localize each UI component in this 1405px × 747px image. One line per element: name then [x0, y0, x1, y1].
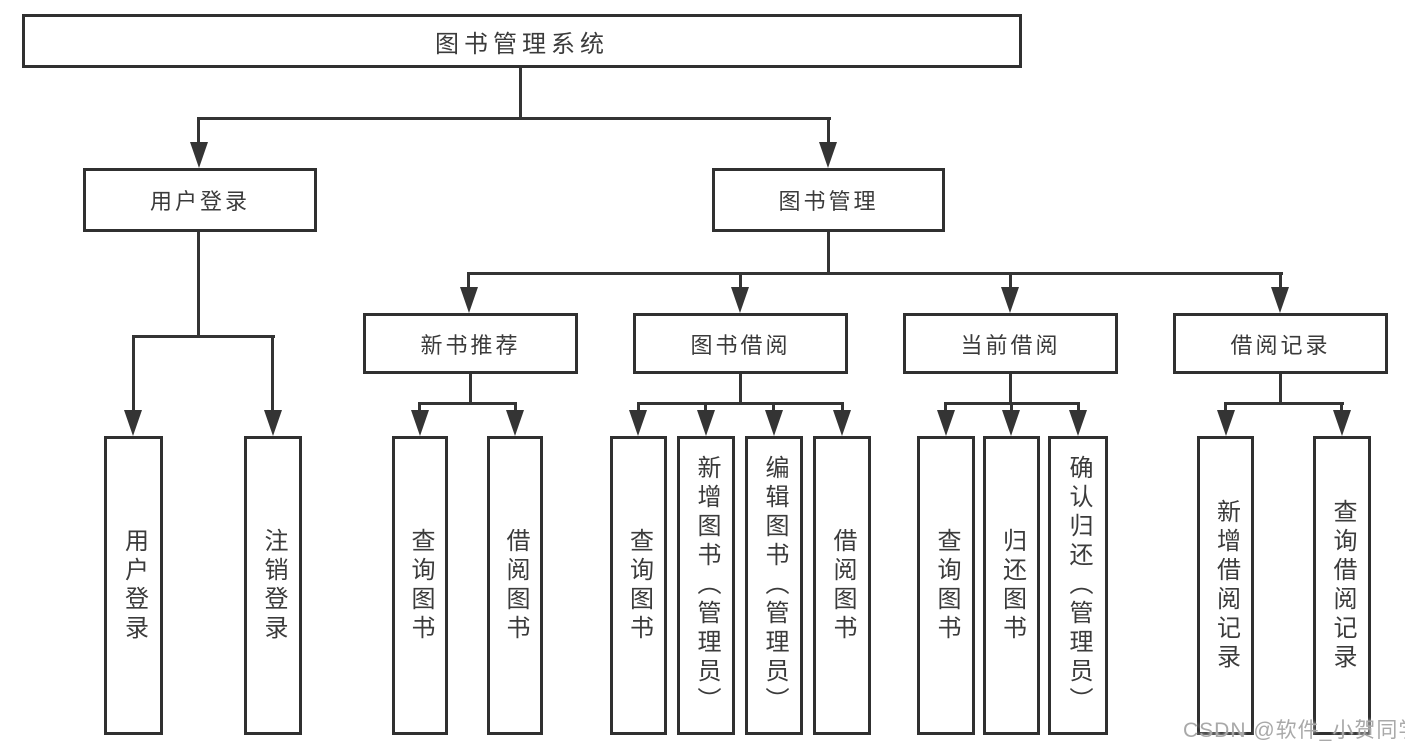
- connector-drop: [271, 335, 274, 415]
- leaf-records-add-borrow-record: 新增借阅记录: [1197, 436, 1254, 735]
- leaf-label: 新增图书（管理员）: [693, 455, 720, 716]
- node-label: 图书管理: [778, 189, 879, 214]
- arrowhead-down-icon: [937, 410, 955, 436]
- connector-drop: [467, 272, 470, 290]
- arrowhead-down-icon: [697, 410, 715, 436]
- node-label: 借阅记录: [1230, 332, 1331, 358]
- arrowhead-down-icon: [264, 410, 282, 436]
- arrowhead-down-icon: [1002, 410, 1020, 436]
- arrowhead-down-icon: [460, 287, 478, 313]
- arrowhead-down-icon: [411, 410, 429, 436]
- connector-records-stem: [1279, 374, 1282, 405]
- leaf-label: 查询借阅记录: [1329, 498, 1356, 673]
- leaf-label: 用户登录: [120, 527, 148, 644]
- leaf-label: 查询图书: [407, 527, 434, 644]
- leaf-label: 查询图书: [933, 527, 960, 644]
- leaf-borrow-add-books-admin: 新增图书（管理员）: [677, 436, 735, 735]
- arrowhead-down-icon: [833, 410, 851, 436]
- connector-drop: [1279, 272, 1282, 290]
- arrowhead-down-icon: [765, 410, 783, 436]
- leaf-label: 借阅图书: [829, 527, 856, 644]
- connector-drop: [514, 402, 517, 416]
- arrowhead-down-icon: [506, 410, 524, 436]
- leaf-current-query-books: 查询图书: [917, 436, 975, 735]
- connector-borrow-rail: [637, 402, 844, 405]
- leaf-label: 确认归还（管理员）: [1065, 455, 1092, 716]
- node-book-borrowing: 图书借阅: [633, 313, 848, 374]
- connector-drop: [1010, 402, 1013, 416]
- arrowhead-down-icon: [1217, 410, 1235, 436]
- connector-newbook-stem: [469, 374, 472, 405]
- connector-userlogin-stem: [197, 232, 200, 338]
- connector-drop: [1224, 402, 1227, 416]
- arrowhead-down-icon: [819, 142, 837, 168]
- leaf-borrow-query-books: 查询图书: [610, 436, 667, 735]
- connector-drop: [637, 402, 640, 416]
- connector-root-stem: [519, 68, 522, 118]
- leaf-user-login: 用户登录: [104, 436, 163, 735]
- arrowhead-down-icon: [731, 287, 749, 313]
- node-label: 图书管理系统: [435, 30, 609, 58]
- connector-drop: [944, 402, 947, 416]
- node-user-login: 用户登录: [83, 168, 317, 232]
- connector-drop: [827, 117, 830, 145]
- leaf-label: 查询图书: [625, 527, 653, 644]
- connector-drop: [197, 117, 200, 145]
- connector-drop: [772, 402, 775, 416]
- connector-records-rail: [1224, 402, 1344, 405]
- leaf-label: 借阅图书: [502, 527, 529, 644]
- connector-drop: [132, 335, 135, 415]
- node-label: 用户登录: [149, 189, 250, 214]
- connector-bookmgmt-rail: [467, 272, 1283, 275]
- leaf-borrow-edit-books-admin: 编辑图书（管理员）: [745, 436, 803, 735]
- connector-drop: [1009, 272, 1012, 290]
- leaf-label: 新增借阅记录: [1212, 498, 1240, 673]
- connector-drop: [1340, 402, 1343, 416]
- arrowhead-down-icon: [124, 410, 142, 436]
- arrowhead-down-icon: [1271, 287, 1289, 313]
- node-label: 当前借阅: [960, 332, 1061, 358]
- leaf-records-query-borrow-record: 查询借阅记录: [1313, 436, 1371, 735]
- arrowhead-down-icon: [1001, 287, 1019, 313]
- connector-drop: [418, 402, 421, 416]
- arrowhead-down-icon: [1333, 410, 1351, 436]
- connector-drop: [739, 272, 742, 290]
- connector-borrow-stem: [739, 374, 742, 405]
- arrowhead-down-icon: [190, 142, 208, 168]
- leaf-current-confirm-return-admin: 确认归还（管理员）: [1048, 436, 1108, 735]
- connector-current-stem: [1009, 374, 1012, 405]
- leaf-logout-login: 注销登录: [244, 436, 302, 735]
- node-borrowing-records: 借阅记录: [1173, 313, 1388, 374]
- connector-newbook-rail: [418, 402, 517, 405]
- connector-root-rail: [197, 117, 831, 120]
- leaf-label: 注销登录: [260, 527, 287, 644]
- node-label: 新书推荐: [420, 332, 521, 358]
- leaf-borrow-borrow-books: 借阅图书: [813, 436, 871, 735]
- node-library-management-system: 图书管理系统: [22, 14, 1022, 68]
- connector-drop: [1077, 402, 1080, 416]
- connector-bookmgmt-stem: [827, 232, 830, 275]
- arrowhead-down-icon: [629, 410, 647, 436]
- leaf-newbook-borrow-books: 借阅图书: [487, 436, 543, 735]
- leaf-newbook-query-books: 查询图书: [392, 436, 448, 735]
- connector-userlogin-rail: [132, 335, 275, 338]
- csdn-watermark: CSDN @软件_小贺同学: [1183, 719, 1405, 742]
- arrowhead-down-icon: [1069, 410, 1087, 436]
- leaf-label: 编辑图书（管理员）: [761, 455, 788, 716]
- node-new-book-recommend: 新书推荐: [363, 313, 578, 374]
- node-label: 图书借阅: [690, 332, 791, 358]
- connector-drop: [841, 402, 844, 416]
- connector-drop: [704, 402, 707, 416]
- leaf-current-return-books: 归还图书: [983, 436, 1040, 735]
- node-current-borrowing: 当前借阅: [903, 313, 1118, 374]
- leaf-label: 归还图书: [998, 527, 1026, 644]
- node-book-management: 图书管理: [712, 168, 945, 232]
